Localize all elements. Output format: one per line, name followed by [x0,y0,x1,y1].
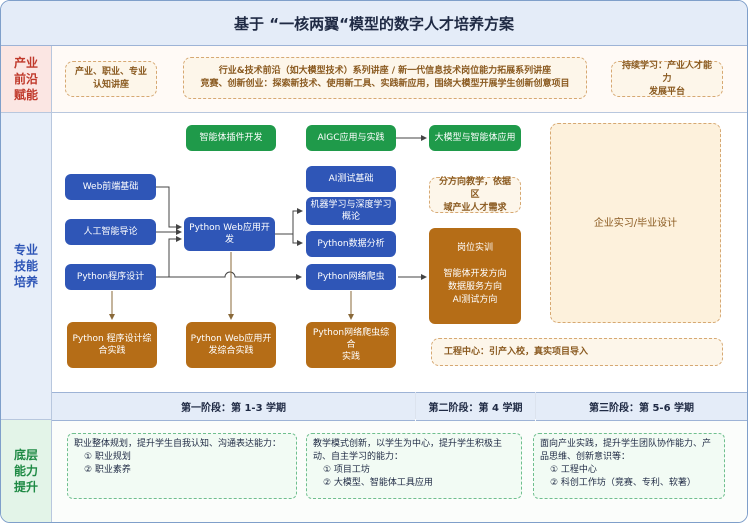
course-ai-testing: AI测试基础 [306,166,396,192]
ability-career-text: 职业整体规划，提升学生自我认知、沟通表达能力： [74,439,282,449]
enterprise-internship: 企业实习/毕业设计 [550,123,721,323]
course-python-web-dev: Python Web应用开 发 [184,217,275,251]
practice-python-web: Python Web应用开 发综合实践 [186,322,276,368]
frontier-continuous-learning: 持续学习：产业人才能力 发展平台 [611,61,723,97]
practice-python-programming: Python 程序设计综 合实践 [67,322,157,368]
stage-three: 第三阶段：第 5-6 学期 [536,392,747,421]
ability-career-item: ② 职业素养 [84,465,131,475]
stage-two: 第二阶段：第 4 学期 [416,392,535,421]
frontier-cognition-lectures: 产业、职业、专业 认知讲座 [65,61,157,97]
course-ai-intro: 人工智能导论 [65,219,156,245]
post-training-title: 岗位实训 [456,243,493,253]
ability-teaching-item: ② 大模型、智能体工具应用 [323,478,433,488]
frontier-tech-lectures: 行业&技术前沿（如大模型技术）系列讲座 / 新一代信息技术岗位能力拓展系列讲座 … [183,57,587,99]
engineering-center: 工程中心：引产入校，真实项目导入 [431,338,723,366]
ability-teaching-text: 教学模式创新，以学生为中心，提升学生积极主动、自主学习的能力： [313,439,503,462]
stage-one: 第一阶段：第 1-3 学期 [52,392,415,421]
ability-teaching-item: ① 项目工坊 [323,465,370,475]
ability-teaching-innovation: 教学模式创新，以学生为中心，提升学生积极主动、自主学习的能力： ① 项目工坊 ②… [306,433,522,499]
course-python-data-analysis: Python数据分析 [306,231,396,257]
course-ml-dl-intro: 机器学习与深度学习 概论 [306,197,396,225]
ability-industry-text: 面向产业实践，提升学生团队协作能力、产品思维、创新意识等： [540,439,712,462]
ability-career-planning: 职业整体规划，提升学生自我认知、沟通表达能力： ① 职业规划 ② 职业素养 [67,433,297,499]
ability-career-item: ① 职业规划 [84,452,131,462]
ability-industry-item: ① 工程中心 [550,465,597,475]
ability-industry-practice: 面向产业实践，提升学生团队协作能力、产品思维、创新意识等： ① 工程中心 ② 科… [533,433,725,499]
post-training-directions: 智能体开发方向 数据服务方向 AI测试方向 [443,269,507,305]
course-agent-plugin-dev: 智能体插件开发 [186,125,276,151]
row-label-frontier: 产业 前沿 赋能 [1,46,52,113]
page-title: 基于 “一核两翼“模型的数字人才培养方案 [1,1,747,46]
ability-industry-item: ② 科创工作坊（竞赛、专利、软著） [550,478,696,488]
course-aigc-practice: AIGC应用与实践 [306,125,396,151]
post-training-block: 岗位实训 智能体开发方向 数据服务方向 AI测试方向 [429,228,521,324]
practice-python-crawler: Python网络爬虫综合 实践 [306,322,396,368]
direction-teaching-note: 分方向教学，依据区 域产业人才需求 [429,177,521,213]
course-python-crawler: Python网络爬虫 [306,264,396,290]
course-llm-agent-app: 大模型与智能体应用 [429,125,521,151]
course-web-frontend: Web前端基础 [65,174,156,200]
course-python-programming: Python程序设计 [65,264,156,290]
row-label-professional: 专业 技能 培养 [1,113,52,420]
row-label-foundation: 底层 能力 提升 [1,420,52,522]
